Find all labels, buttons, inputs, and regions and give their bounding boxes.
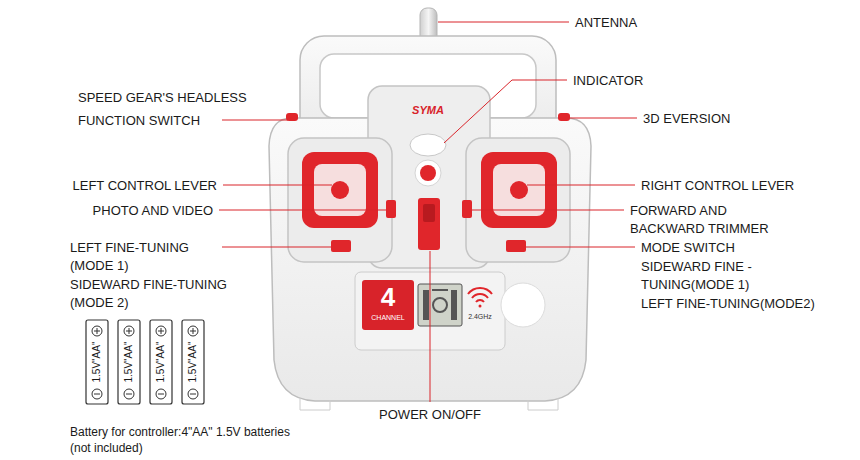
controller-body — [269, 118, 591, 401]
part-label: SIDEWARD FINE - TUNING(MODE 1) — [641, 258, 831, 294]
note-text: Battery for controller:4"AA" 1.5V batter… — [70, 424, 310, 456]
part-label: SIDEWARD FINE-TUNING (MODE 2) — [70, 276, 255, 312]
fine-tune-button — [331, 240, 351, 252]
shoulder-switch — [558, 113, 570, 121]
mode-button — [506, 240, 526, 252]
part-label: ANTENNA — [575, 14, 725, 32]
photo-button — [386, 200, 396, 218]
control-lever — [302, 152, 378, 228]
part-label: 3D EVERSION — [643, 110, 793, 128]
grip-panel — [466, 138, 570, 262]
channel-text: CHANNEL — [363, 313, 413, 322]
battery-cover — [501, 283, 545, 327]
round-button — [415, 160, 441, 186]
part-label: RIGHT CONTROL LEVER — [641, 177, 841, 195]
battery-text: 1.5V"AA" — [154, 332, 168, 392]
controller-foot — [300, 398, 330, 410]
battery-text: 1.5V"AA" — [90, 332, 104, 392]
channel-badge — [362, 280, 414, 330]
part-label: INDICATOR — [573, 72, 723, 90]
indicator — [410, 134, 446, 156]
grip-panel — [288, 138, 392, 262]
part-label: FORWARD AND BACKWARD TRIMMER — [630, 202, 780, 238]
power-switch — [418, 198, 440, 250]
trimmer-button — [462, 200, 472, 218]
battery — [86, 320, 204, 404]
part-label: LEFT CONTROL LEVER — [17, 177, 217, 195]
brand-logo: SYMA — [398, 101, 458, 119]
controller-foot — [528, 398, 558, 410]
battery-terminal — [92, 326, 198, 399]
part-label: PHOTO AND VIDEO — [13, 202, 213, 220]
wifi-icon — [468, 288, 492, 308]
part-label: POWER ON/OFF — [357, 406, 503, 424]
channel-number: 4 — [363, 283, 413, 311]
battery-text: 1.5V"AA" — [186, 332, 200, 392]
battery-text: 1.5V"AA" — [122, 332, 136, 392]
part-label: LEFT FINE-TUNING(MODE2) — [641, 295, 831, 313]
round-button — [420, 165, 436, 181]
power-switch — [423, 204, 435, 222]
part-label: MODE SWITCH — [641, 239, 841, 257]
frequency-text: 2.4GHz — [464, 312, 496, 321]
lcd-screen — [418, 284, 462, 326]
part-label: SPEED GEAR'S HEADLESS FUNCTION SWITCH — [78, 86, 263, 132]
control-lever — [481, 152, 557, 228]
part-label: LEFT FINE-TUNING (MODE 1) — [70, 239, 230, 275]
